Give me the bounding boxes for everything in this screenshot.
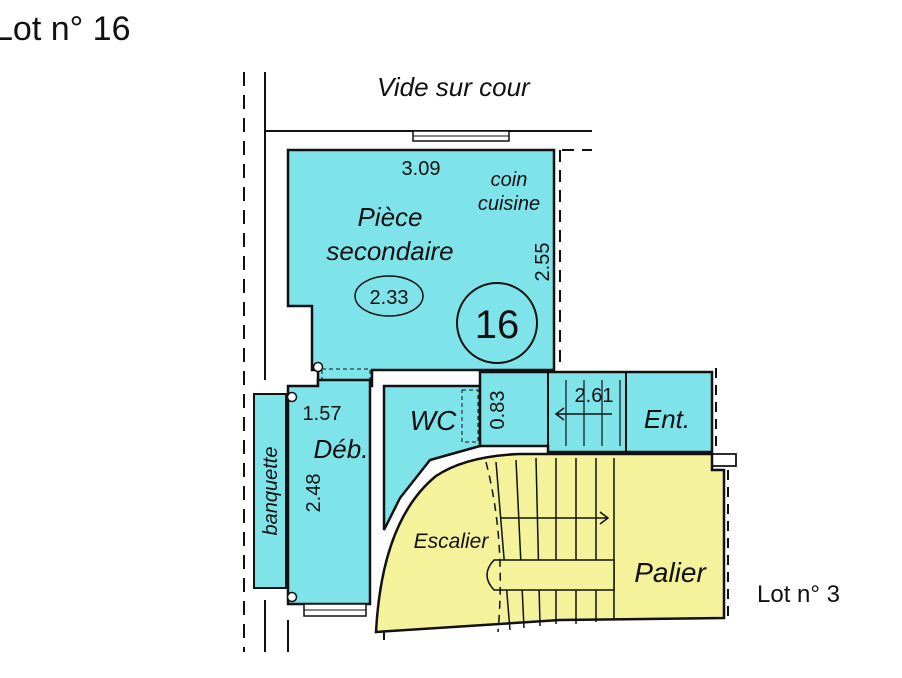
piece-width: 3.09 — [402, 158, 441, 180]
ent-dim: 2.61 — [575, 385, 614, 407]
piece-depth: 2.55 — [532, 243, 554, 282]
stair-arrow — [500, 511, 610, 525]
door-pivot-icon — [286, 591, 298, 603]
room-entree — [478, 370, 714, 454]
lot-number-circle — [456, 282, 538, 364]
coin-label-2: cuisine — [478, 193, 540, 215]
piece-label-1: Pièce — [357, 202, 422, 232]
escalier-label: Escalier — [414, 530, 490, 553]
right-boundary-line — [559, 149, 592, 368]
door-pivot-icon — [312, 361, 324, 373]
piece-area: 2.33 — [370, 287, 409, 309]
lot-number: 16 — [475, 303, 520, 347]
courtyard-label: Vide sur cour — [377, 72, 531, 102]
lot-title: Lot n° 16 — [0, 10, 130, 48]
banquette-label: banquette — [260, 447, 282, 536]
wc-label: WC — [410, 405, 457, 436]
piece-label-2: secondaire — [326, 236, 453, 266]
lower-wall-stub — [287, 620, 385, 652]
deb-width: 1.57 — [303, 403, 342, 425]
area-oval — [354, 275, 424, 317]
wc-dim: 0.83 — [487, 391, 509, 430]
banquette-area — [253, 393, 287, 589]
palier-label: Palier — [634, 557, 707, 588]
wc-door — [461, 389, 479, 443]
stair-dashed-edge — [485, 461, 502, 633]
corridor-steps — [565, 380, 621, 446]
ent-label: Ent. — [644, 404, 690, 434]
coin-label-1: coin — [491, 169, 528, 191]
stair-handrail — [486, 559, 615, 591]
corridor-arrow — [554, 407, 612, 421]
deb-depth: 2.48 — [303, 474, 325, 513]
neighbor-lot-label: Lot n° 3 — [757, 581, 840, 608]
door-pivot-icon — [286, 391, 298, 403]
stair-steps — [495, 457, 615, 631]
deb-label: Déb. — [314, 434, 369, 464]
room-debarras — [286, 378, 372, 606]
stair-landing — [374, 452, 726, 634]
